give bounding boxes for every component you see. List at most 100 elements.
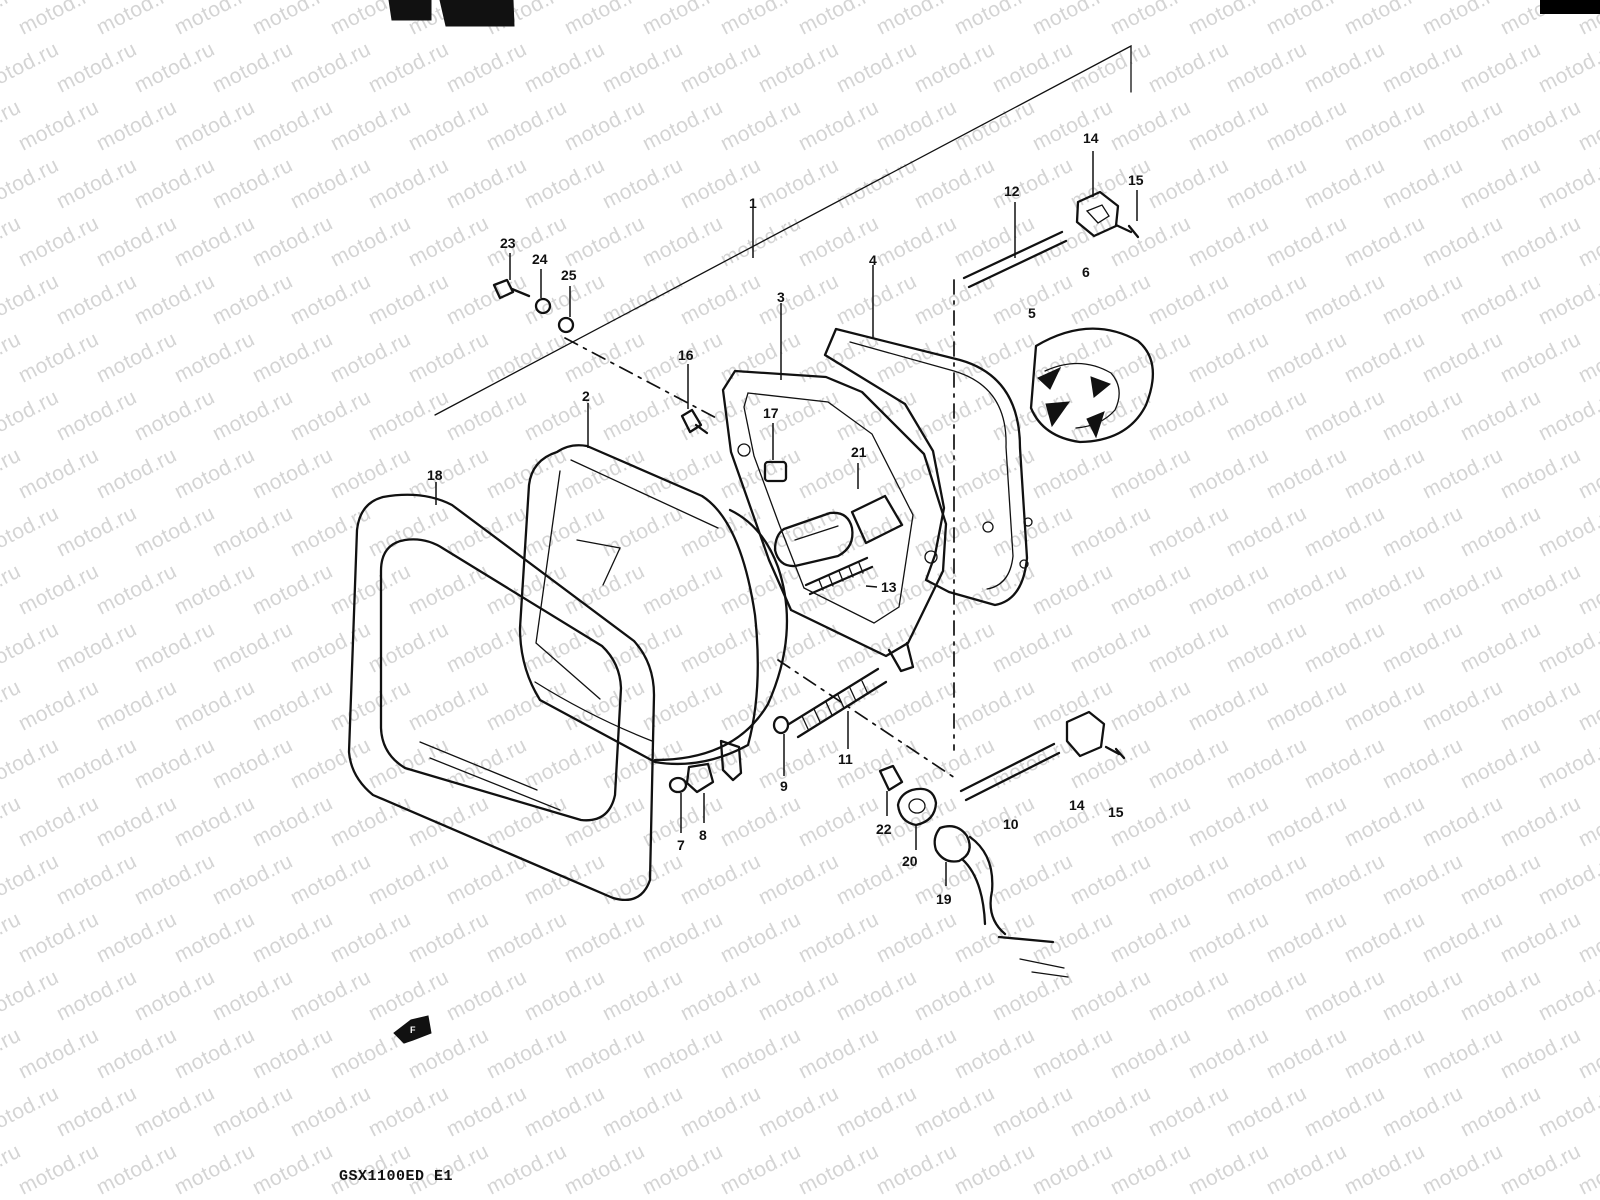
watermark-text: motod.ru — [53, 154, 141, 214]
watermark-text: motod.ru — [1497, 96, 1585, 156]
watermark-text: motod.ru — [873, 96, 961, 156]
watermark-text: motod.ru — [209, 618, 297, 678]
watermark-text: motod.ru — [483, 212, 571, 272]
watermark-text: motod.ru — [53, 966, 141, 1026]
connector-22 — [878, 764, 904, 792]
case-hole-1 — [982, 521, 994, 533]
watermark-text: motod.ru — [1301, 386, 1389, 446]
watermark-text: motod.ru — [15, 328, 103, 388]
watermark-text: motod.ru — [131, 1082, 219, 1142]
watermark-text: motod.ru — [15, 0, 103, 39]
watermark-text: motod.ru — [15, 1024, 103, 1084]
watermark-text: motod.ru — [209, 502, 297, 562]
callout-15-lower: 15 — [1108, 804, 1124, 820]
watermark-text: motod.ru — [405, 560, 493, 620]
watermark-text: motod.ru — [833, 38, 921, 98]
watermark-text: motod.ru — [405, 792, 493, 852]
frame-lower-tab — [887, 641, 915, 673]
watermark-text: motod.ru — [1107, 1024, 1195, 1084]
case-hole-2 — [1023, 517, 1033, 527]
watermark-text: motod.ru — [521, 154, 609, 214]
watermark-text: motod.ru — [1301, 734, 1389, 794]
watermark-text: motod.ru — [677, 850, 765, 910]
watermark-text: motod.ru — [287, 966, 375, 1026]
adjuster-thread-13 — [818, 562, 864, 591]
watermark-text: motod.ru — [1457, 850, 1545, 910]
washer-9 — [772, 715, 790, 735]
screw-15-upper — [1114, 223, 1140, 239]
watermark-text: motod.ru — [1379, 734, 1467, 794]
watermark-text: motod.ru — [1263, 1024, 1351, 1084]
watermark-text: motod.ru — [1535, 734, 1600, 794]
watermark-text: motod.ru — [209, 38, 297, 98]
watermark-text: motod.ru — [93, 328, 181, 388]
watermark-text: motod.ru — [1341, 444, 1429, 504]
watermark-text: motod.ru — [989, 966, 1077, 1026]
watermark-text: motod.ru — [1223, 502, 1311, 562]
watermark-text: motod.ru — [561, 1140, 649, 1200]
watermark-text: motod.ru — [1145, 734, 1233, 794]
watermark-text: motod.ru — [1301, 270, 1389, 330]
front-arrow-marker: F — [393, 1015, 432, 1044]
watermark-text: motod.ru — [249, 1140, 337, 1200]
watermark-text: motod.ru — [1263, 0, 1351, 39]
watermark-text: motod.ru — [1067, 966, 1155, 1026]
case-4 — [823, 327, 1033, 607]
watermark-text: motod.ru — [717, 676, 805, 736]
rim-bottom-detail — [419, 741, 561, 811]
watermark-text: motod.ru — [365, 502, 453, 562]
watermark-text: motod.ru — [171, 0, 259, 39]
watermark-text: motod.ru — [1145, 386, 1233, 446]
watermark-text: motod.ru — [951, 1140, 1039, 1200]
watermark-text: motod.ru — [911, 966, 999, 1026]
watermark-text: motod.ru — [1029, 444, 1117, 504]
watermark-text: motod.ru — [249, 328, 337, 388]
watermark-text: motod.ru — [53, 270, 141, 330]
watermark-text: motod.ru — [989, 502, 1077, 562]
watermark-text: motod.ru — [833, 1082, 921, 1142]
watermark-text: motod.ru — [873, 212, 961, 272]
watermark-text: motod.ru — [521, 966, 609, 1026]
watermark-text: motod.ru — [1419, 792, 1507, 852]
watermark-text: motod.ru — [951, 96, 1039, 156]
callout-19: 19 — [936, 891, 952, 907]
watermark-text: motod.ru — [1185, 0, 1273, 39]
watermark-text: motod.ru — [0, 154, 63, 214]
watermark-text: motod.ru — [483, 1024, 571, 1084]
watermark-text: motod.ru — [1263, 792, 1351, 852]
watermark-text: motod.ru — [1263, 1140, 1351, 1200]
watermark-text: motod.ru — [561, 1024, 649, 1084]
watermark-text: motod.ru — [1067, 618, 1155, 678]
leader-13 — [865, 585, 878, 588]
assembly-reference-lines — [434, 44, 1132, 781]
watermark-text: motod.ru — [1535, 386, 1600, 446]
watermark-text: motod.ru — [443, 966, 531, 1026]
callout-12: 12 — [1004, 183, 1020, 199]
top-right-scan-edge — [1540, 0, 1600, 14]
watermark-text: motod.ru — [1029, 1140, 1117, 1200]
watermark-text: motod.ru — [15, 676, 103, 736]
watermark-text: motod.ru — [483, 560, 571, 620]
watermark-text: motod.ru — [1497, 212, 1585, 272]
watermark-text: motod.ru — [1185, 560, 1273, 620]
watermark-text: motod.ru — [1535, 270, 1600, 330]
watermark-text: motod.ru — [1067, 502, 1155, 562]
watermark-text: motod.ru — [795, 1140, 883, 1200]
watermark-text: motod.ru — [521, 734, 609, 794]
watermark-text: motod.ru — [1185, 212, 1273, 272]
watermark-text: motod.ru — [131, 618, 219, 678]
watermark-text: motod.ru — [131, 502, 219, 562]
watermark-text: motod.ru — [53, 502, 141, 562]
watermark-text: motod.ru — [0, 966, 63, 1026]
watermark-text: motod.ru — [677, 1082, 765, 1142]
watermark-text: motod.ru — [795, 676, 883, 736]
watermark-text: motod.ru — [249, 792, 337, 852]
watermark-text: motod.ru — [249, 96, 337, 156]
watermark-text: motod.ru — [483, 908, 571, 968]
watermark-text: motod.ru — [1263, 328, 1351, 388]
watermark-text: motod.ru — [639, 560, 727, 620]
watermark-text: motod.ru — [521, 1082, 609, 1142]
watermark-text: motod.ru — [561, 676, 649, 736]
watermark-text: motod.ru — [1341, 328, 1429, 388]
watermark-text: motod.ru — [1223, 966, 1311, 1026]
